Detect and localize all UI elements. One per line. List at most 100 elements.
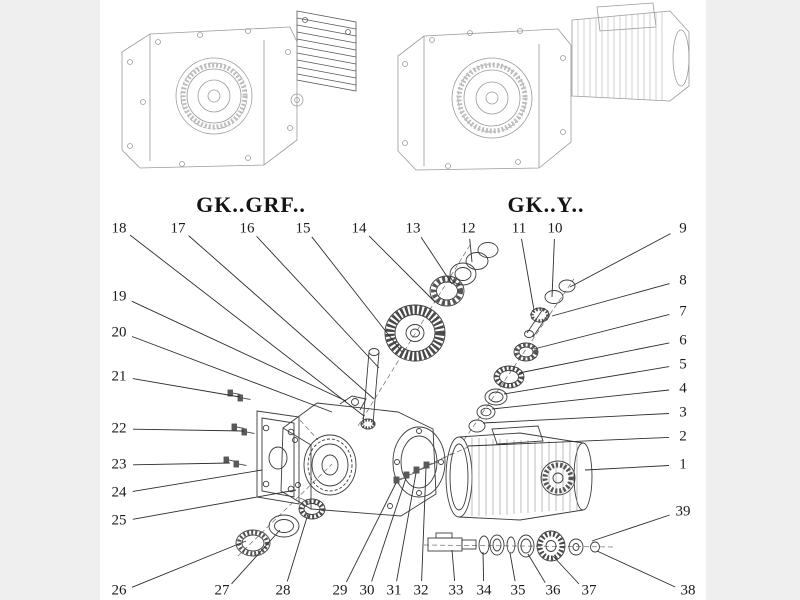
flange-bolts xyxy=(393,461,439,484)
leader-line xyxy=(420,236,453,285)
leader-line xyxy=(421,467,427,582)
model-title-gky: GK..Y.. xyxy=(507,192,585,217)
part-number-label: 38 xyxy=(680,582,696,599)
housing xyxy=(280,395,446,517)
leader-line xyxy=(467,436,670,447)
leader-line xyxy=(509,552,516,582)
part-number-label: 26 xyxy=(111,582,127,599)
page-margin-left xyxy=(0,0,100,600)
part-number-label: 10 xyxy=(547,220,563,237)
leader-line xyxy=(551,238,555,298)
leader-line xyxy=(451,549,456,582)
leader-line xyxy=(482,551,485,582)
part-number-label: 18 xyxy=(111,220,127,237)
part-number-label: 27 xyxy=(214,582,230,599)
page-margin-right xyxy=(706,0,800,600)
leader-line xyxy=(231,529,281,585)
leader-line xyxy=(521,238,535,311)
part-number-label: 32 xyxy=(413,582,429,599)
output-shaft-assembly xyxy=(427,530,600,562)
leader-line xyxy=(132,462,231,466)
part-number-label: 6 xyxy=(679,332,687,349)
leader-line xyxy=(482,413,670,424)
part-number-label: 15 xyxy=(295,220,311,237)
leader-line xyxy=(131,540,247,588)
model-title-gkgrf: GK..GRF.. xyxy=(196,192,306,217)
part-number-label: 2 xyxy=(679,428,687,445)
part-number-label: 25 xyxy=(111,512,127,529)
motor-assembled-icon xyxy=(571,2,690,102)
leader-line xyxy=(503,366,670,395)
leader-line xyxy=(132,489,297,520)
part-number-label: 3 xyxy=(679,404,687,421)
part-number-label: 16 xyxy=(239,220,255,237)
part-number-label: 7 xyxy=(679,303,687,320)
leader-line xyxy=(132,428,245,432)
leader-line xyxy=(569,233,671,288)
retaining-rings xyxy=(465,242,499,270)
part-number-label: 39 xyxy=(675,503,691,520)
part-number-label: 14 xyxy=(351,220,367,237)
part-number-label: 22 xyxy=(111,420,127,437)
exploded-view xyxy=(223,242,617,562)
leader-line xyxy=(345,482,397,583)
part-number-label: 5 xyxy=(679,356,687,373)
part-number-label: 36 xyxy=(545,582,561,599)
motor xyxy=(445,425,593,521)
gearbox-drawing-gky xyxy=(397,2,690,171)
main-gear xyxy=(384,304,446,362)
leader-line xyxy=(132,378,241,398)
leader-line xyxy=(188,235,375,400)
part-number-label: 24 xyxy=(111,484,127,501)
part-number-label: 23 xyxy=(111,456,127,473)
part-number-label: 19 xyxy=(111,288,127,305)
gearbox-drawing-gkgrf xyxy=(121,10,357,169)
leader-line xyxy=(256,235,380,369)
part-number-label: 4 xyxy=(679,380,687,397)
part-number-label: 13 xyxy=(405,220,421,237)
leader-line xyxy=(518,342,670,374)
part-number-label: 33 xyxy=(448,582,464,599)
bearing-race xyxy=(449,262,477,286)
leader-line xyxy=(591,514,670,542)
leader-line xyxy=(596,550,676,588)
part-number-label: 34 xyxy=(476,582,492,599)
leader-line xyxy=(368,235,436,303)
mounting-plate xyxy=(256,410,300,505)
leader-line xyxy=(469,238,473,263)
leader-line xyxy=(491,389,670,410)
part-number-label: 35 xyxy=(510,582,526,599)
leader-line xyxy=(311,236,403,353)
leader-line xyxy=(131,336,333,413)
part-number-label: 11 xyxy=(511,220,527,237)
part-number-label: 12 xyxy=(460,220,476,237)
leader-line xyxy=(129,234,365,417)
part-number-label: 20 xyxy=(111,324,127,341)
part-number-label: 21 xyxy=(111,368,127,385)
leader-line xyxy=(551,283,670,317)
input-pinion-shaft xyxy=(360,348,380,430)
leader-line xyxy=(396,472,417,582)
part-number-label: 1 xyxy=(679,456,687,473)
leader-line xyxy=(584,465,670,471)
part-number-label: 31 xyxy=(386,582,402,599)
part-number-label: 30 xyxy=(359,582,375,599)
part-number-label: 29 xyxy=(332,582,348,599)
part-number-label: 37 xyxy=(581,582,597,599)
leader-line xyxy=(131,300,347,402)
plate-bolts xyxy=(223,389,255,468)
part-number-label: 28 xyxy=(275,582,291,599)
part-number-label: 17 xyxy=(170,220,186,237)
bevel-pinion-set xyxy=(468,279,576,433)
leader-line xyxy=(132,469,263,492)
part-number-label: 8 xyxy=(679,272,687,289)
leader-line xyxy=(527,553,546,583)
leader-line xyxy=(371,477,407,582)
leader-line xyxy=(533,313,670,350)
leader-line xyxy=(286,513,309,582)
leader-lines xyxy=(129,233,676,588)
part-number-label: 9 xyxy=(679,220,687,237)
